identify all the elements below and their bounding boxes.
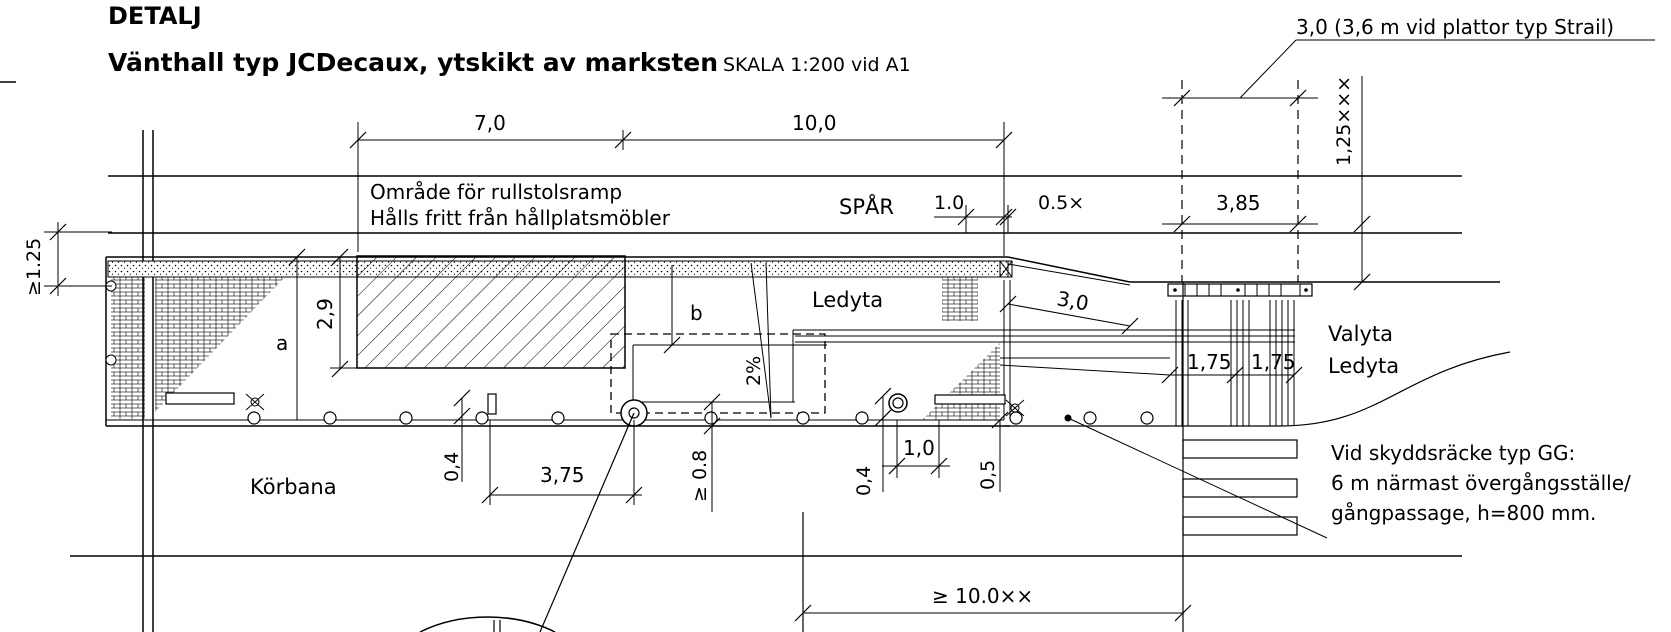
dim-0-5-bottom-text: 0,5 — [977, 460, 999, 490]
left-brick-paving — [111, 277, 145, 419]
plate-note: 3,0 (3,6 m vid plattor typ Strail) — [1296, 15, 1614, 39]
dim-1-25xxx-text: 1,25××× — [1333, 76, 1355, 166]
dim-3-0-text: 3,0 — [1055, 286, 1090, 315]
guide-surface-top: Ledyta — [812, 288, 883, 312]
ramp-area-label-1: Område för rullstolsramp — [370, 180, 622, 204]
dim-1-0-bottom-text: 1,0 — [903, 436, 935, 460]
shelter-outline — [610, 333, 826, 414]
dim-0-5x-text: 0.5× — [1038, 192, 1084, 214]
dim-1-75-a-text: 1,75 — [1187, 350, 1232, 374]
dim-1-25-left — [44, 222, 112, 296]
railing-note-3: gångpassage, h=800 mm. — [1331, 501, 1596, 525]
dim-2-9-text: 2,9 — [313, 298, 337, 330]
dim-0-4-right-text: 0,4 — [853, 466, 875, 496]
edge-end-mark — [999, 260, 1013, 278]
dim-1-25-left-text: ≥1.25 — [23, 238, 45, 296]
light-fixture-right — [1005, 399, 1025, 417]
dim-3-75 — [481, 420, 643, 505]
light-fixture-left — [245, 393, 265, 411]
shelter-width-dashes — [1181, 80, 1299, 282]
dim-0-4-left — [453, 389, 471, 482]
dim-1-25xxx — [1353, 76, 1371, 291]
dim-b — [663, 265, 681, 354]
dim-10-0: 10,0 — [792, 111, 837, 135]
slope-marker — [750, 262, 772, 419]
detail-label: DETALJ — [108, 2, 202, 30]
dim-a — [288, 248, 306, 420]
dim-2-9 — [330, 248, 358, 378]
track-label: SPÅR — [839, 193, 894, 219]
tactile-strip — [1167, 283, 1313, 297]
dim-10-0xx-text: ≥ 10.0×× — [932, 584, 1033, 608]
railing-note-1: Vid skyddsräcke typ GG: — [1331, 441, 1575, 465]
dim-1-0-top-text: 1.0 — [934, 192, 964, 214]
dim-1-0-bottom — [882, 420, 950, 478]
dim-0-4-left-text: 0,4 — [441, 452, 463, 482]
bench-right — [934, 394, 1006, 405]
dim-0-8 — [703, 393, 721, 512]
dim-3-85 — [1162, 215, 1318, 233]
track-lines — [108, 175, 1462, 234]
dim-top — [349, 122, 1013, 256]
carriageway-label: Körbana — [250, 475, 337, 499]
callout-leader — [539, 412, 635, 632]
dim-3-0 — [999, 295, 1139, 335]
bench — [165, 392, 235, 405]
scale-note: SKALA 1:200 vid A1 — [723, 54, 911, 76]
guide-path-lines — [792, 280, 1295, 426]
dim-0-8-text: ≥ 0.8 — [689, 450, 711, 502]
left-brick-wedge — [155, 277, 285, 412]
dim-1-75-b-text: 1,75 — [1251, 350, 1296, 374]
dim-3-85-text: 3,85 — [1216, 191, 1261, 215]
dim-3-75-text: 3,75 — [540, 463, 585, 487]
guide-surface-right-label: Ledyta — [1328, 354, 1399, 378]
dim-0-4-right — [874, 387, 892, 492]
choice-surface-label: Valyta — [1328, 322, 1393, 346]
railing-markers — [1182, 439, 1298, 536]
ramp-area-hatch — [356, 255, 626, 369]
dim-a-text: a — [276, 331, 288, 355]
dim-3-0-top — [1162, 39, 1655, 107]
bollards — [105, 280, 1154, 425]
dim-7-0: 7,0 — [474, 111, 506, 135]
right-brick-wedge — [922, 343, 1000, 420]
right-brick-paving-top — [942, 277, 978, 321]
railing-note-2: 6 m närmast övergångsställe/ — [1331, 471, 1631, 495]
railing-leader — [1067, 417, 1328, 539]
ticket-machine — [487, 393, 497, 415]
slope-text: 2% — [743, 356, 765, 386]
ramp-area-label-2: Hålls fritt från hållplatsmöbler — [370, 206, 671, 230]
dim-10-0xx — [794, 604, 1192, 622]
drawing-title: Vänthall typ JCDecaux, ytskikt av markst… — [108, 48, 718, 77]
dim-1-0-top — [934, 205, 1017, 233]
dim-1-75 — [1161, 366, 1303, 384]
dim-0-5-bottom — [991, 411, 1009, 492]
dim-b-text: b — [690, 301, 703, 325]
callout-circle — [419, 616, 556, 632]
lamp-post — [888, 393, 908, 413]
